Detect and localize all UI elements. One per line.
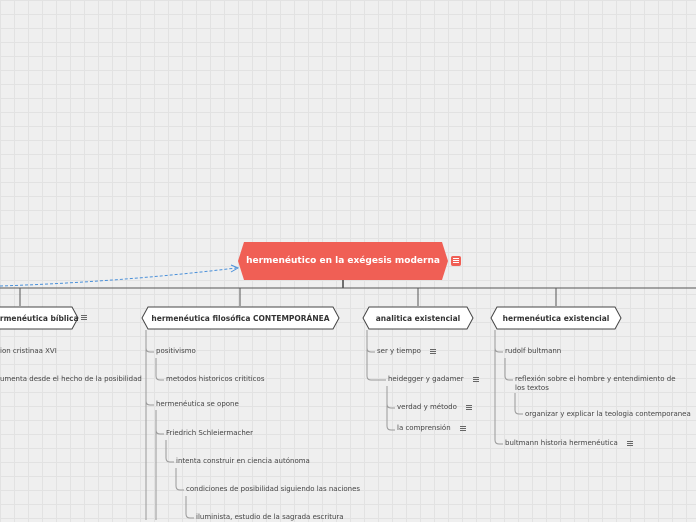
leaf-iluminista[interactable]: iluminista, estudio de la sagrada escrit… [196,513,344,521]
leaf-rudolf-bultmann[interactable]: rudolf bultmann [505,347,562,355]
leaf-verdad-y-metodo[interactable]: verdad y método [397,403,473,412]
leaf-text: verdad y método [397,403,457,411]
leaf-reflexion-hombre[interactable]: reflexión sobre el hombre y entendimient… [515,375,676,392]
branch-hermeneutica-existencial[interactable]: hermenéutica existencial [490,306,622,330]
leaf-text: la comprensión [397,424,451,432]
root-shape [238,242,448,280]
note-icon[interactable] [428,347,437,355]
note-icon[interactable] [80,314,88,321]
leaf-ciencia-autonoma[interactable]: intenta construir en ciencia autónoma [176,457,310,465]
leaf-text: ser y tiempo [377,347,421,355]
note-icon[interactable] [625,439,634,447]
leaf-hermeneutica-se-opone[interactable]: hermenéutica se opone [156,400,239,408]
branch-shape [490,306,622,330]
branch-shape [141,306,340,330]
leaf-text: heidegger y gadamer [388,375,464,383]
branch-label: hermenéutica existencial [502,313,610,323]
leaf-metodos-historicos[interactable]: metodos historicos crititicos [166,375,265,383]
branch-analitica-existencial[interactable]: analitica existencial [362,306,474,330]
note-icon[interactable] [464,403,473,411]
leaf-biblica-1[interactable]: ion cristinaa XVI [0,347,57,355]
note-icon[interactable] [471,375,480,383]
branch-shape [362,306,474,330]
leaf-schleiermacher[interactable]: Friedrich Schleiermacher [166,429,253,437]
root-label: hermenéutico en la exégesis moderna [246,255,440,266]
branch-hermeneutica-filosofica[interactable]: hermenéutica filosófica CONTEMPORÁNEA [141,306,340,330]
leaf-text: bultmann historia hermenéutica [505,439,618,447]
leaf-organizar-teologia[interactable]: organizar y explicar la teologia contemp… [525,410,691,418]
branch-label: analitica existencial [375,313,461,323]
leaf-positivismo[interactable]: positivismo [156,347,196,355]
branch-hermeneutica-biblica[interactable]: hermenéutica bíblica [0,306,79,330]
branch-shape [0,306,79,330]
note-icon[interactable] [458,424,467,432]
leaf-condiciones-posibilidad[interactable]: condiciones de posibilidad siguiendo las… [186,485,361,493]
leaf-biblica-2[interactable]: umenta desde el hecho de la posibilidad [0,375,142,383]
leaf-heidegger-gadamer[interactable]: heidegger y gadamer [388,375,480,384]
branch-label: hermenéutica filosófica CONTEMPORÁNEA [151,313,330,323]
leaf-la-comprension[interactable]: la comprensión [397,424,467,433]
root-note-icon[interactable] [451,256,461,266]
leaf-bultmann-historia[interactable]: bultmann historia hermenéutica [505,439,634,448]
root-node[interactable]: hermenéutico en la exégesis moderna [238,242,448,280]
branch-label: hermenéutica bíblica [0,313,79,323]
leaf-ser-y-tiempo[interactable]: ser y tiempo [377,347,437,356]
